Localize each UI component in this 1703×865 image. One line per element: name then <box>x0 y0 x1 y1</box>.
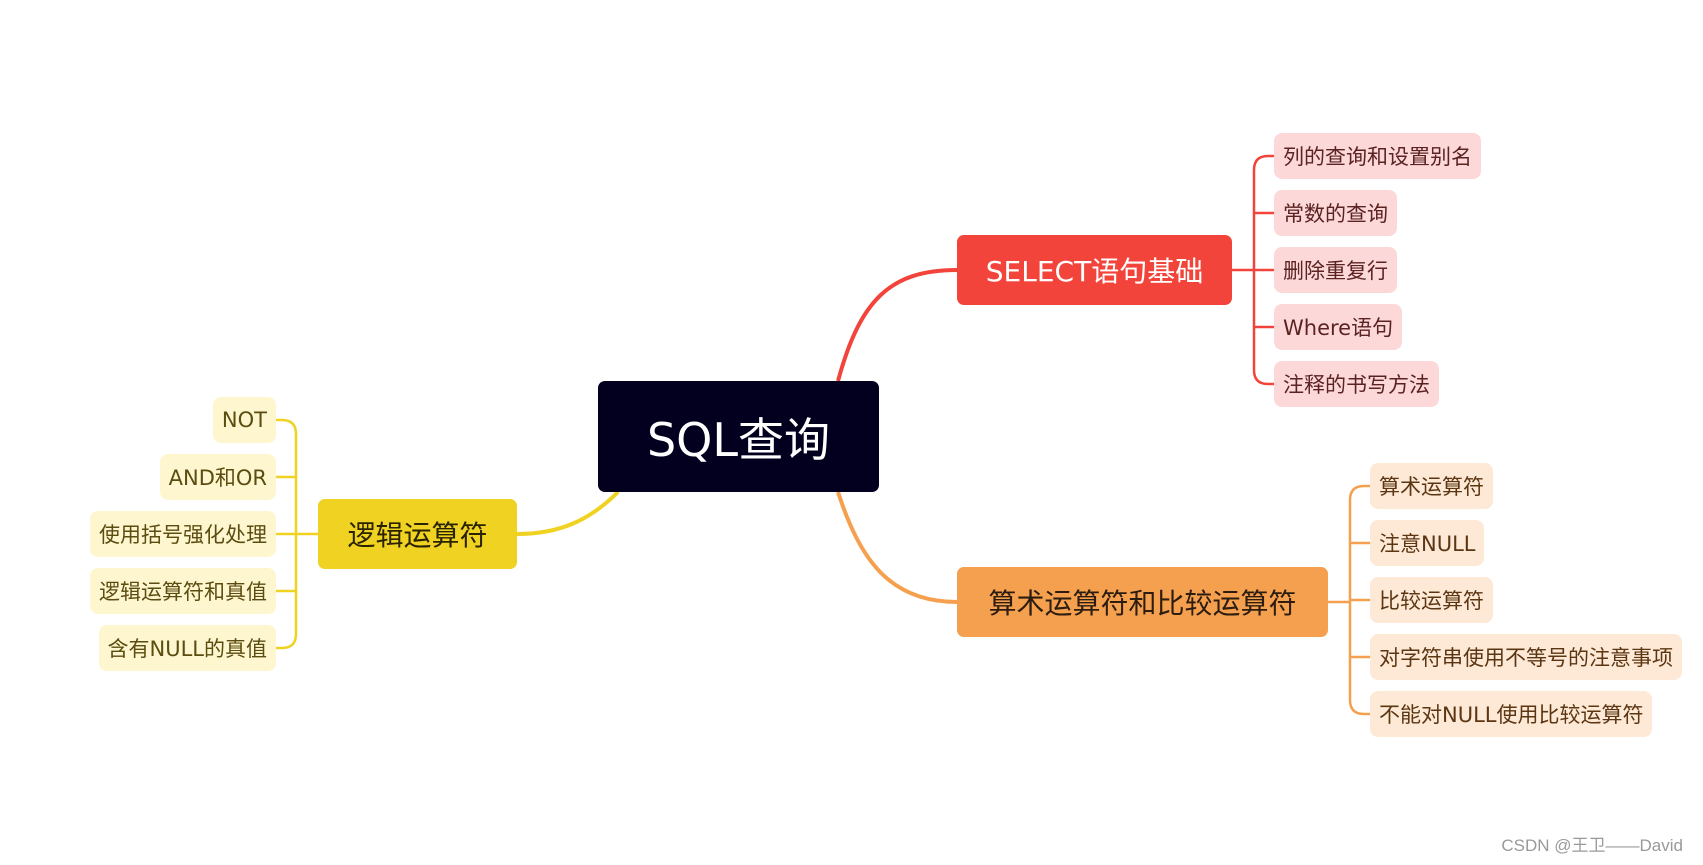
branch-select-basics[interactable]: SELECT语句基础 <box>957 235 1232 305</box>
branch-logical-operators[interactable]: 逻辑运算符 <box>318 499 517 569</box>
branch-arithmetic-comparison[interactable]: 算术运算符和比较运算符 <box>957 567 1328 637</box>
bracket-arithmetic <box>1328 484 1370 716</box>
leaf-string-inequality-notes[interactable]: 对字符串使用不等号的注意事项 <box>1370 634 1682 680</box>
leaf-null-truth-values[interactable]: 含有NULL的真值 <box>98 625 276 671</box>
bracket-select <box>1232 154 1274 386</box>
root-node-sql-query[interactable]: SQL查询 <box>598 381 879 492</box>
connector-root-logical <box>516 490 620 536</box>
connector-root-arithmetic <box>836 491 958 604</box>
leaf-arithmetic-operators[interactable]: 算术运算符 <box>1370 463 1493 509</box>
connector-root-select <box>836 268 958 382</box>
leaf-null-comparison-warning[interactable]: 不能对NULL使用比较运算符 <box>1370 691 1653 737</box>
leaf-parentheses[interactable]: 使用括号强化处理 <box>90 511 276 557</box>
watermark: CSDN @王卫——David <box>1501 836 1683 855</box>
leaf-column-query-alias[interactable]: 列的查询和设置别名 <box>1274 133 1481 179</box>
leaf-not[interactable]: NOT <box>212 397 276 443</box>
leaf-logic-truth-values[interactable]: 逻辑运算符和真值 <box>90 568 276 614</box>
leaf-remove-duplicates[interactable]: 删除重复行 <box>1274 247 1397 293</box>
leaf-comparison-operators[interactable]: 比较运算符 <box>1370 577 1493 623</box>
bracket-logical <box>276 418 318 650</box>
leaf-comment-syntax[interactable]: 注释的书写方法 <box>1274 361 1439 407</box>
leaf-constant-query[interactable]: 常数的查询 <box>1274 190 1397 236</box>
leaf-where-clause[interactable]: Where语句 <box>1274 304 1403 350</box>
leaf-note-null[interactable]: 注意NULL <box>1370 520 1485 566</box>
leaf-and-or[interactable]: AND和OR <box>159 454 276 500</box>
